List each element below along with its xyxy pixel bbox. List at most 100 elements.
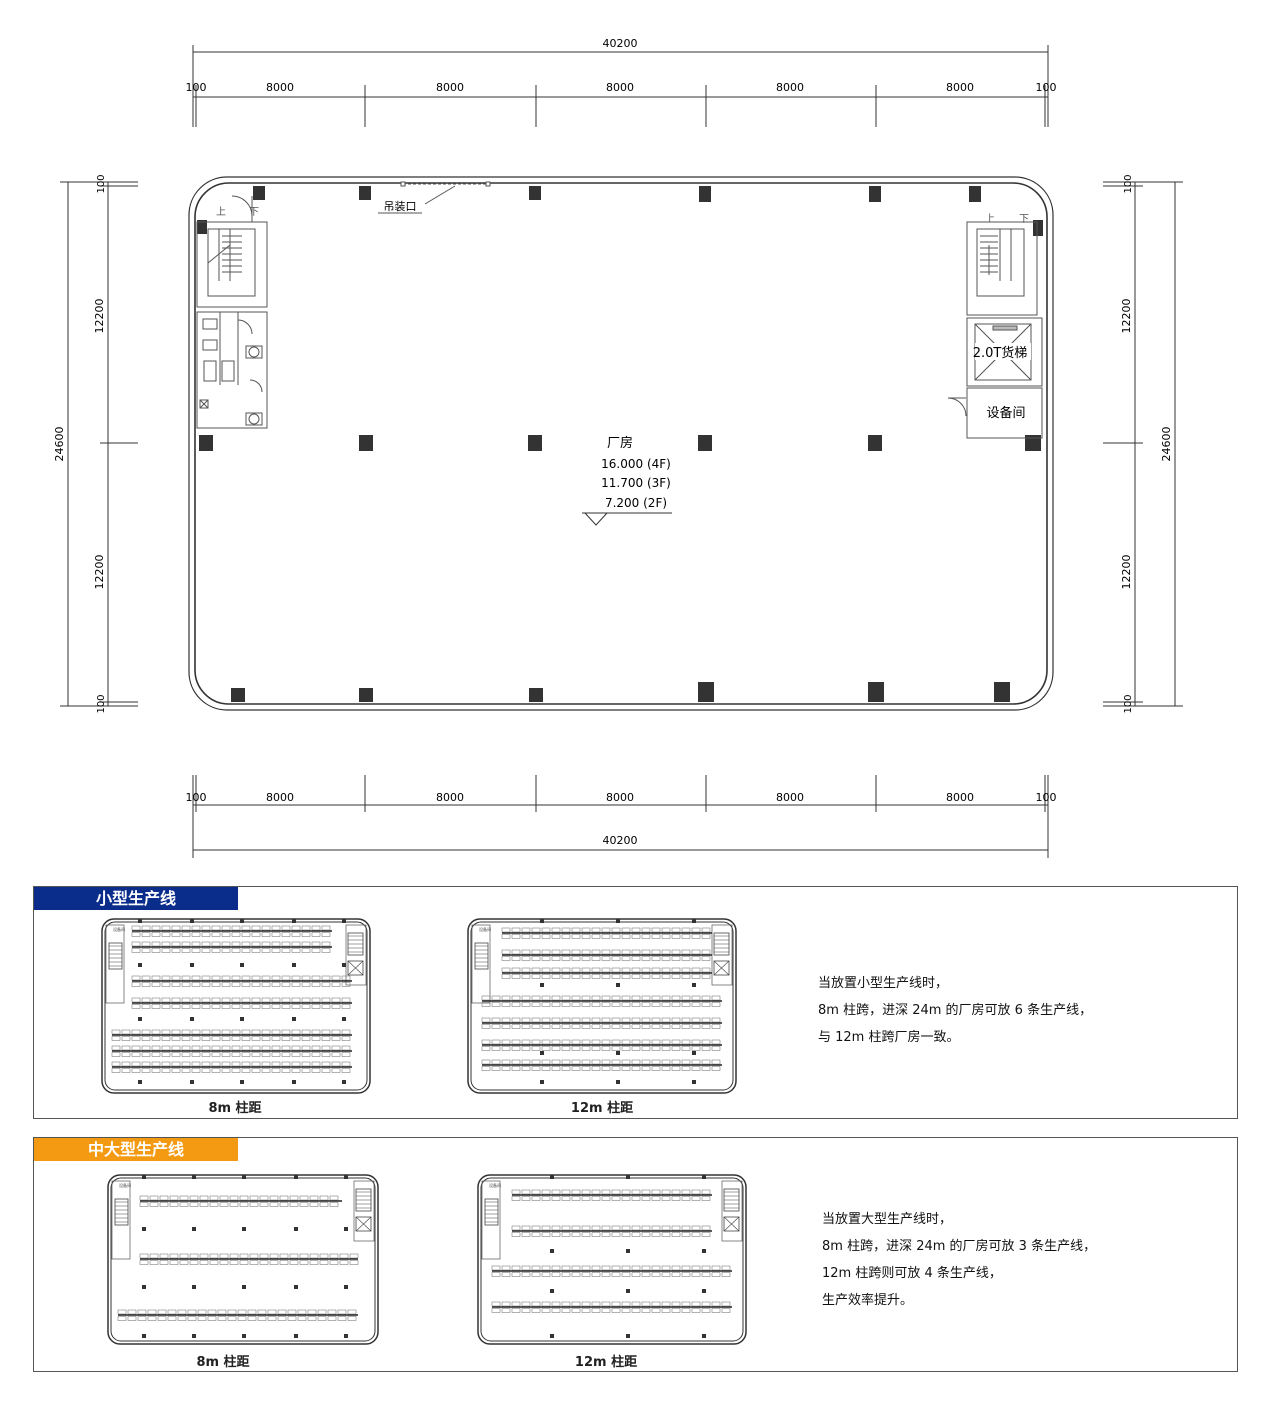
bottom-span-5: 8000 (946, 791, 974, 804)
production-line (491, 1301, 732, 1313)
floor-plan: 40200 100 8000 8000 8000 8000 8000 100 1… (53, 37, 1183, 858)
large-line-notes: 当放置大型生产线时， 8m 柱跨，进深 24m 的厂房可放 3 条生产线， 12… (822, 1206, 1096, 1314)
small-line-8m-plan: 设备间 (101, 918, 371, 1094)
production-line (481, 995, 722, 1007)
small-line-title: 小型生产线 (34, 887, 238, 910)
mini-equipment-label: 设备间 (479, 926, 491, 932)
production-line (511, 1225, 712, 1237)
mini-columns (550, 1175, 706, 1338)
equipment-room (947, 387, 1043, 439)
elevation-marker (582, 512, 672, 526)
mini-columns (540, 919, 696, 1084)
elevation-3f: 11.700 (3F) (601, 476, 671, 490)
large-note-2: 8m 柱跨，进深 24m 的厂房可放 3 条生产线， (822, 1239, 1097, 1254)
production-line (501, 927, 712, 939)
right-span-2: 12200 (1120, 555, 1133, 590)
left-span-2: 12200 (93, 555, 106, 590)
production-line (131, 997, 352, 1009)
large-note-3: 12m 柱跨则可放 4 条生产线， (822, 1266, 1002, 1281)
large-line-8m-caption: 8m 柱距 (196, 1355, 250, 1370)
top-total-dim: 40200 (603, 37, 638, 50)
right-stair-down: 下 (1019, 214, 1029, 225)
top-span-5: 8000 (946, 81, 974, 94)
bottom-span-1: 8000 (266, 791, 294, 804)
left-total-dim: 24600 (53, 427, 66, 462)
elevation-4f: 16.000 (4F) (601, 457, 671, 471)
right-stair-up: 上 (985, 213, 995, 225)
production-line (131, 925, 332, 937)
top-dimensions (192, 45, 1049, 127)
mini-columns (142, 1175, 348, 1338)
restroom-block (196, 311, 268, 429)
production-line (111, 1029, 352, 1041)
top-span-1: 8000 (266, 81, 294, 94)
equipment-room-label: 设备间 (986, 405, 1025, 421)
large-note-1: 当放置大型生产线时， (822, 1212, 953, 1227)
left-stair-down: 下 (249, 207, 259, 218)
production-line (481, 1017, 722, 1029)
production-line (501, 949, 712, 961)
small-line-8m-caption: 8m 柱距 (208, 1101, 262, 1116)
mini-equipment-label: 设备间 (489, 1182, 501, 1188)
elevation-2f: 7.200 (2F) (605, 496, 667, 510)
mini-building: 设备间 (101, 918, 371, 1094)
production-line (511, 1189, 712, 1201)
bottom-span-2: 8000 (436, 791, 464, 804)
production-line (491, 1265, 732, 1277)
small-line-notes: 当放置小型生产线时， 8m 柱跨，进深 24m 的厂房可放 6 条生产线， 与 … (818, 970, 1092, 1051)
elevator-label-bg (975, 343, 1031, 360)
large-line-panel: 中大型生产线 设备间 8m 柱距 设备间 12m 柱距 当放置大型生产线时， 8… (33, 1137, 1238, 1372)
left-edge-dim-bottom: 100 (96, 694, 107, 713)
right-edge-dim-bottom: 100 (1123, 694, 1134, 713)
right-dimensions (1103, 181, 1183, 707)
top-edge-dim-right: 100 (1036, 81, 1057, 94)
large-line-8m-plan: 设备间 (107, 1174, 379, 1345)
small-line-12m-plan: 设备间 (467, 918, 737, 1094)
left-stair-up: 上 (216, 206, 226, 218)
bottom-edge-dim-right: 100 (1036, 791, 1057, 804)
mini-building: 设备间 (467, 918, 737, 1094)
left-edge-dim-top: 100 (96, 174, 107, 193)
large-note-4: 生产效率提升。 (822, 1293, 914, 1308)
production-line (131, 975, 352, 987)
large-line-title: 中大型生产线 (34, 1138, 238, 1161)
mini-equipment-label: 设备间 (113, 926, 125, 932)
production-line (139, 1195, 342, 1207)
left-span-1: 12200 (93, 299, 106, 334)
top-span-2: 8000 (436, 81, 464, 94)
large-line-12m-caption: 12m 柱距 (574, 1355, 638, 1370)
production-line (111, 1061, 352, 1073)
mini-columns (138, 919, 346, 1084)
right-edge-dim-top: 100 (1123, 174, 1134, 193)
left-dimensions (60, 181, 138, 707)
hoist-opening (378, 181, 491, 214)
production-line (139, 1253, 359, 1265)
right-span-1: 12200 (1120, 299, 1133, 334)
small-line-12m-caption: 12m 柱距 (570, 1101, 634, 1116)
small-line-panel: 小型生产线 设备间 8m 柱距 设备间 12m 柱距 当放置小型生产线时， 8m… (33, 886, 1238, 1119)
top-span-3: 8000 (606, 81, 634, 94)
production-line (111, 1045, 352, 1057)
left-stair (196, 195, 268, 308)
right-stair (966, 221, 1038, 316)
mini-equipment-label: 设备间 (119, 1182, 131, 1188)
production-line (131, 941, 332, 953)
hoist-label: 吊装口 (384, 200, 417, 213)
small-note-1: 当放置小型生产线时， (818, 976, 949, 991)
production-line (481, 1059, 722, 1071)
production-line (481, 1039, 722, 1051)
bottom-span-4: 8000 (776, 791, 804, 804)
bottom-total-dim: 40200 (603, 834, 638, 847)
production-line (501, 967, 712, 979)
small-note-2: 8m 柱跨，进深 24m 的厂房可放 6 条生产线， (818, 1003, 1093, 1018)
bottom-span-3: 8000 (606, 791, 634, 804)
large-line-12m-plan: 设备间 (477, 1174, 747, 1345)
top-edge-dim-left: 100 (186, 81, 207, 94)
bottom-dimensions (192, 775, 1049, 858)
elevator-label: 2.0T货梯 (973, 345, 1028, 361)
room-name: 厂房 (607, 435, 633, 451)
bottom-edge-dim-left: 100 (186, 791, 207, 804)
right-total-dim: 24600 (1160, 427, 1173, 462)
mini-building: 设备间 (477, 1174, 747, 1345)
top-span-4: 8000 (776, 81, 804, 94)
